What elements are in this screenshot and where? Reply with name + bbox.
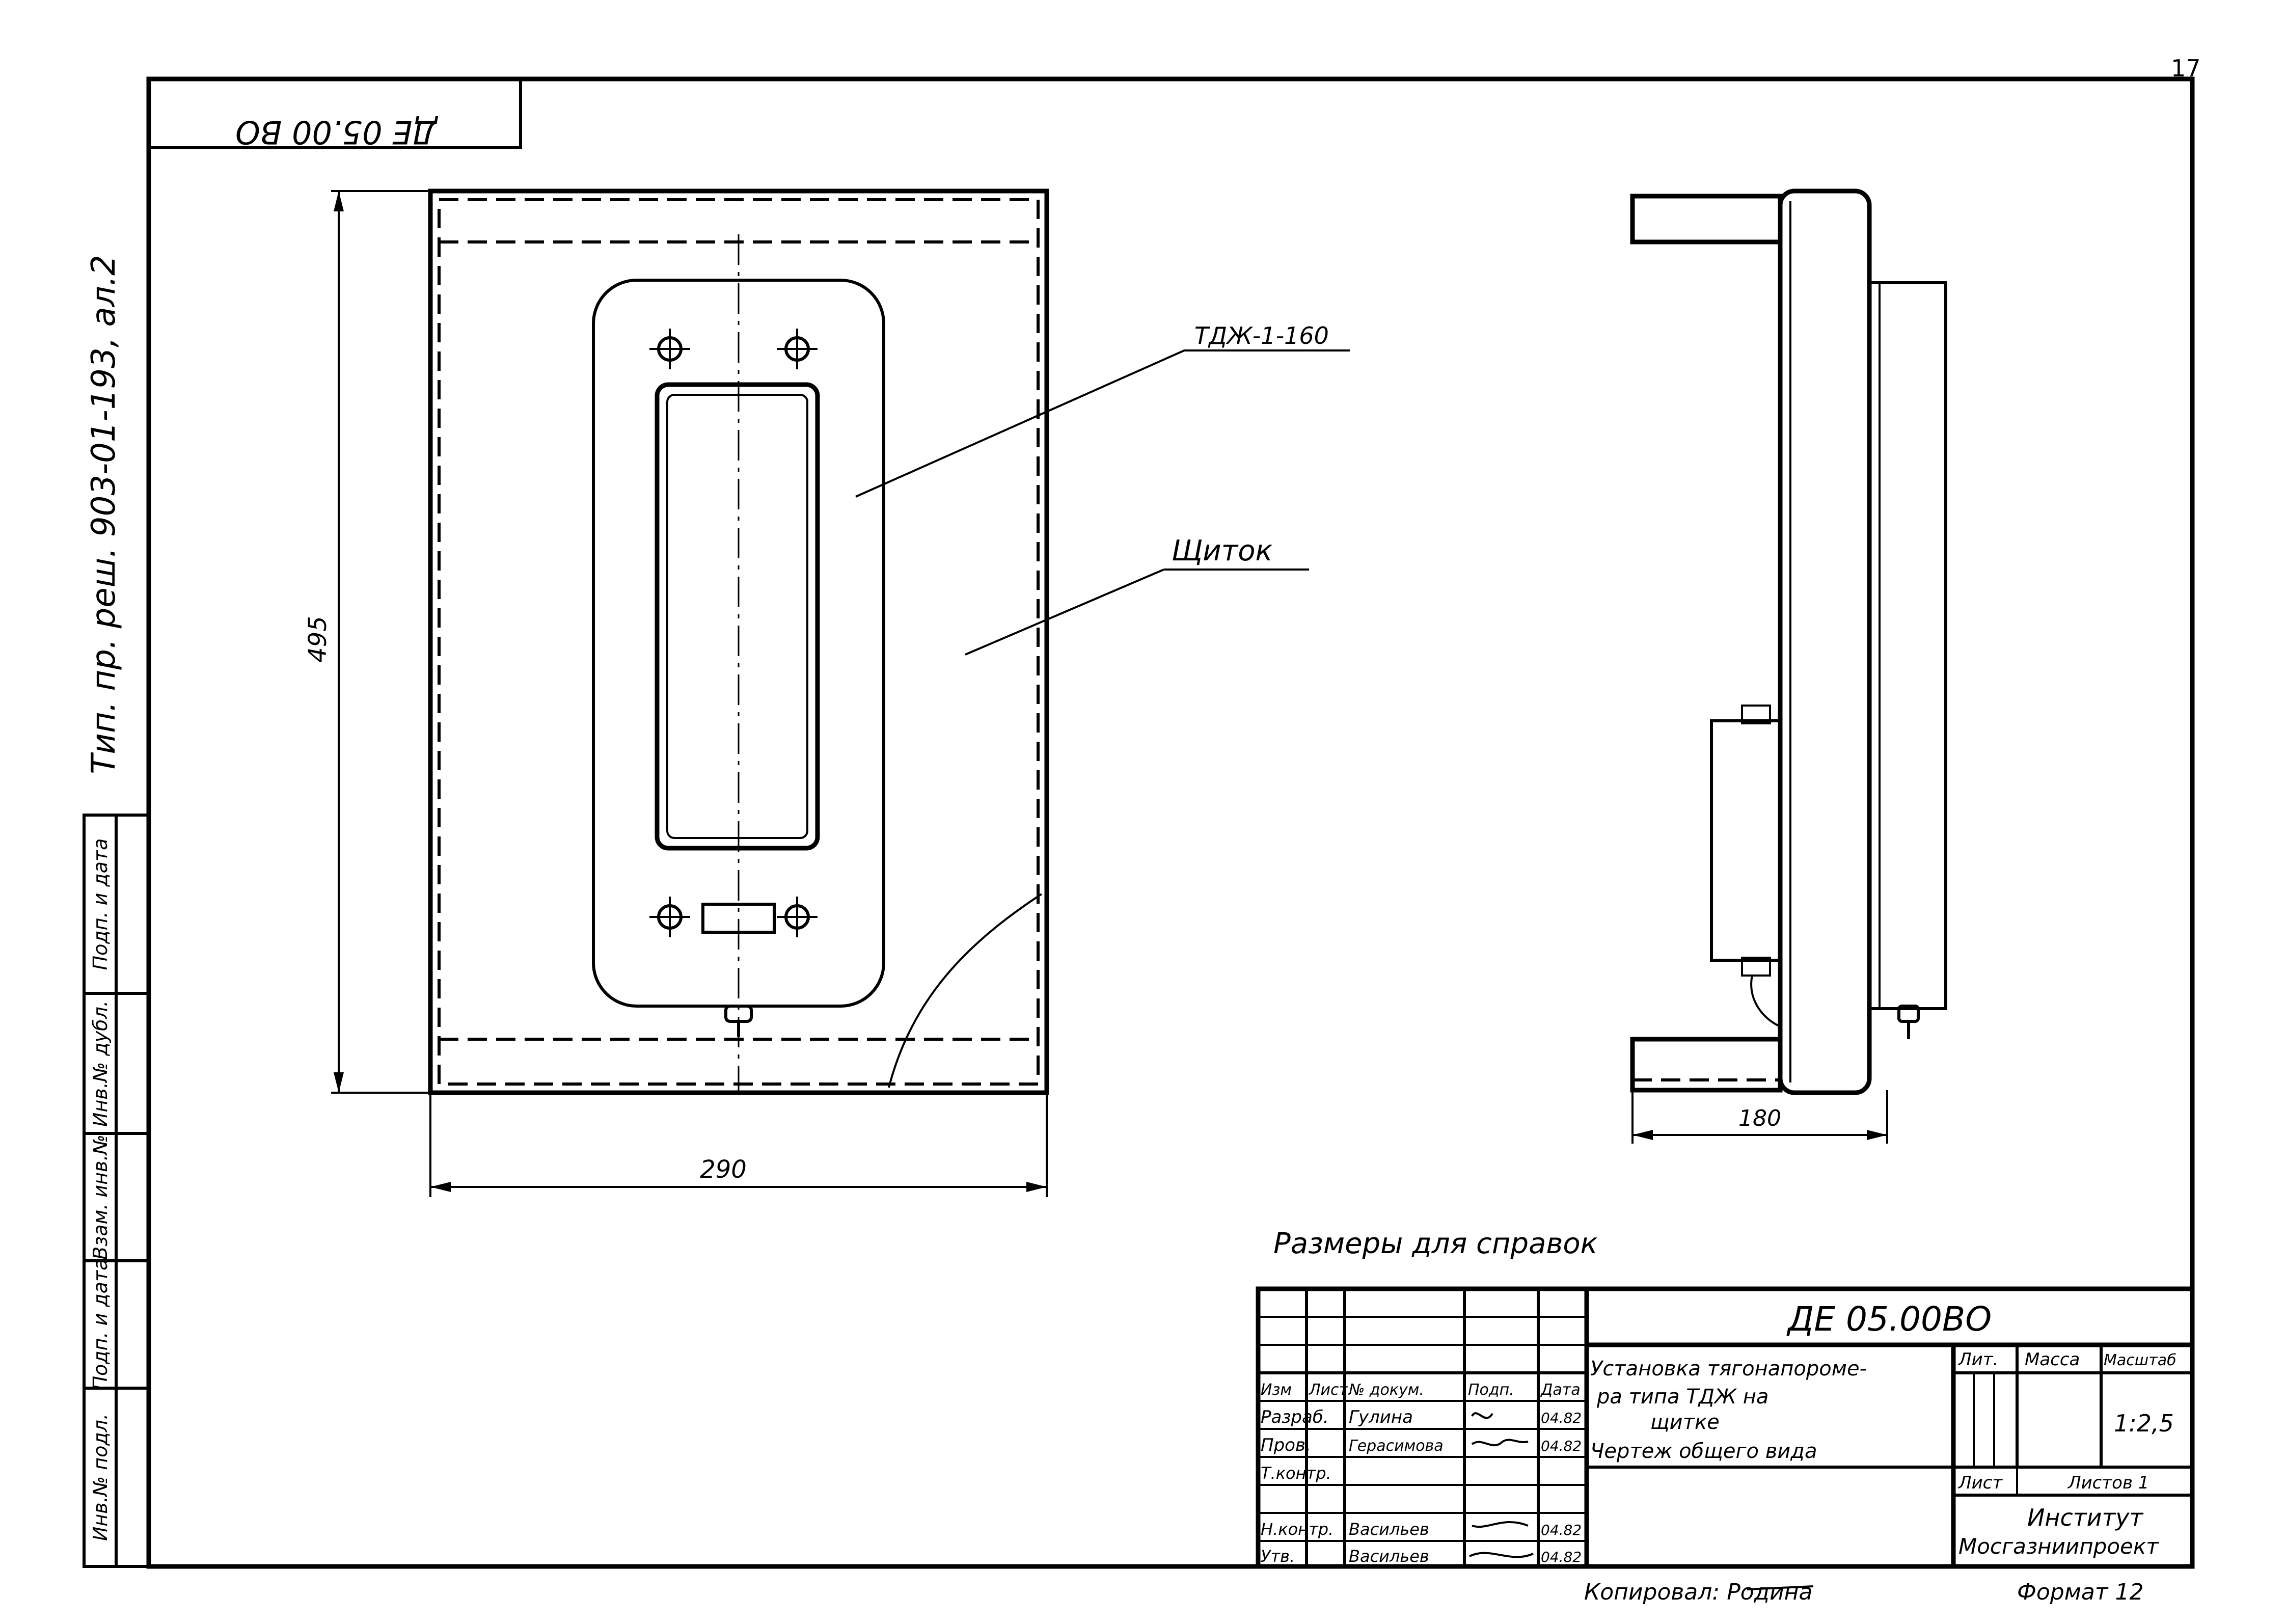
title-line-0: Установка тягонапороме-: [1590, 1357, 1867, 1381]
strip-label-3: Инв.№ дубл.: [89, 1000, 112, 1127]
copied-by: Копировал: Родина: [1584, 1579, 1812, 1605]
width-dimension: 290: [429, 1093, 1048, 1197]
side-view: 180: [1630, 188, 1947, 1144]
row0-role: Разраб.: [1261, 1407, 1329, 1427]
row4-date: 04.82: [1541, 1522, 1582, 1538]
mounting-hole-bl: [649, 897, 690, 937]
sheet-number: 17: [2171, 55, 2201, 82]
row2-role: Т.контр.: [1261, 1464, 1331, 1483]
corner-code-box: ДЕ 05.00 ВО: [147, 77, 522, 151]
hdr-sign: Подп.: [1468, 1381, 1514, 1399]
row1-role: Пров.: [1261, 1435, 1311, 1455]
side-inscription: Тип. пр. реш. 903-01-193, ал.2: [85, 255, 123, 774]
strip-label-0: Инв.№ подл.: [89, 1414, 112, 1541]
org-line-1: Институт: [2027, 1504, 2143, 1531]
row0-name: Гулина: [1349, 1407, 1413, 1427]
scale-value: 1:2,5: [2114, 1410, 2174, 1437]
strip-label-4: Подп. и дата: [89, 838, 112, 970]
row1-date: 04.82: [1541, 1438, 1582, 1454]
row4-name: Васильев: [1349, 1520, 1429, 1539]
impulse-tube: [888, 893, 1043, 1088]
device-leader: [855, 349, 1185, 498]
mass-label: Масса: [2025, 1349, 2080, 1370]
height-dimension: 495: [304, 190, 430, 1094]
corner-code: ДЕ 05.00 ВО: [235, 114, 439, 151]
format-label: Формат 12: [2017, 1579, 2144, 1605]
panel-label: Щиток: [1172, 534, 1273, 567]
mounting-hole-tl: [649, 329, 690, 369]
row1-name: Герасимова: [1349, 1437, 1444, 1455]
org-line-2: Мосгазниипроект: [1958, 1534, 2159, 1559]
drawing-designation: ДЕ 05.00ВО: [1786, 1300, 1992, 1339]
mounting-hole-br: [777, 897, 818, 937]
hdr-izm: Изм: [1261, 1381, 1292, 1399]
signature-marks: [1469, 1412, 1534, 1558]
row4-role: Н.контр.: [1261, 1520, 1334, 1539]
hdr-doc: № докум.: [1348, 1381, 1424, 1399]
front-view: ТДЖ-1-160 Щиток 495 290: [304, 188, 1350, 1197]
row0-date: 04.82: [1541, 1410, 1582, 1426]
depth-dim-label: 180: [1738, 1105, 1781, 1131]
title-line-1: ра типа ТДЖ на: [1596, 1385, 1768, 1409]
title-line-3: Чертеж общего вида: [1590, 1440, 1817, 1463]
adjust-slot: [701, 903, 776, 934]
width-dim-label: 290: [700, 1155, 747, 1184]
sheet-label: Лист: [1957, 1473, 2003, 1493]
row5-date: 04.82: [1541, 1549, 1582, 1565]
hdr-date: Дата: [1540, 1381, 1581, 1399]
strip-label-2: Взам. инв.№: [89, 1134, 112, 1260]
row5-name: Васильев: [1349, 1547, 1429, 1566]
device-label: ТДЖ-1-160: [1194, 322, 1329, 349]
row5-role: Утв.: [1261, 1547, 1295, 1566]
scale-label: Масштаб: [2104, 1351, 2176, 1369]
title-block: Изм Лист № докум. Подп. Дата Разраб. Гул…: [1256, 1286, 2195, 1569]
reference-note: Размеры для справок: [1273, 1227, 1598, 1260]
left-strip: Инв.№ подл. Подп. и дата Взам. инв.№ Инв…: [83, 814, 150, 1568]
strip-label-1: Подп. и дата: [89, 1259, 112, 1391]
lit-label: Лит.: [1957, 1349, 1998, 1370]
mounting-hole-tr: [777, 329, 818, 369]
sheets-label: Листов 1: [2067, 1473, 2149, 1493]
panel-leader: [965, 569, 1164, 656]
hdr-list: Лист: [1309, 1381, 1349, 1399]
bottom-screw: [724, 1005, 753, 1037]
title-line-2: щитке: [1650, 1411, 1720, 1434]
height-dim-label: 495: [304, 616, 332, 663]
depth-dimension: 180: [1631, 1090, 1888, 1144]
